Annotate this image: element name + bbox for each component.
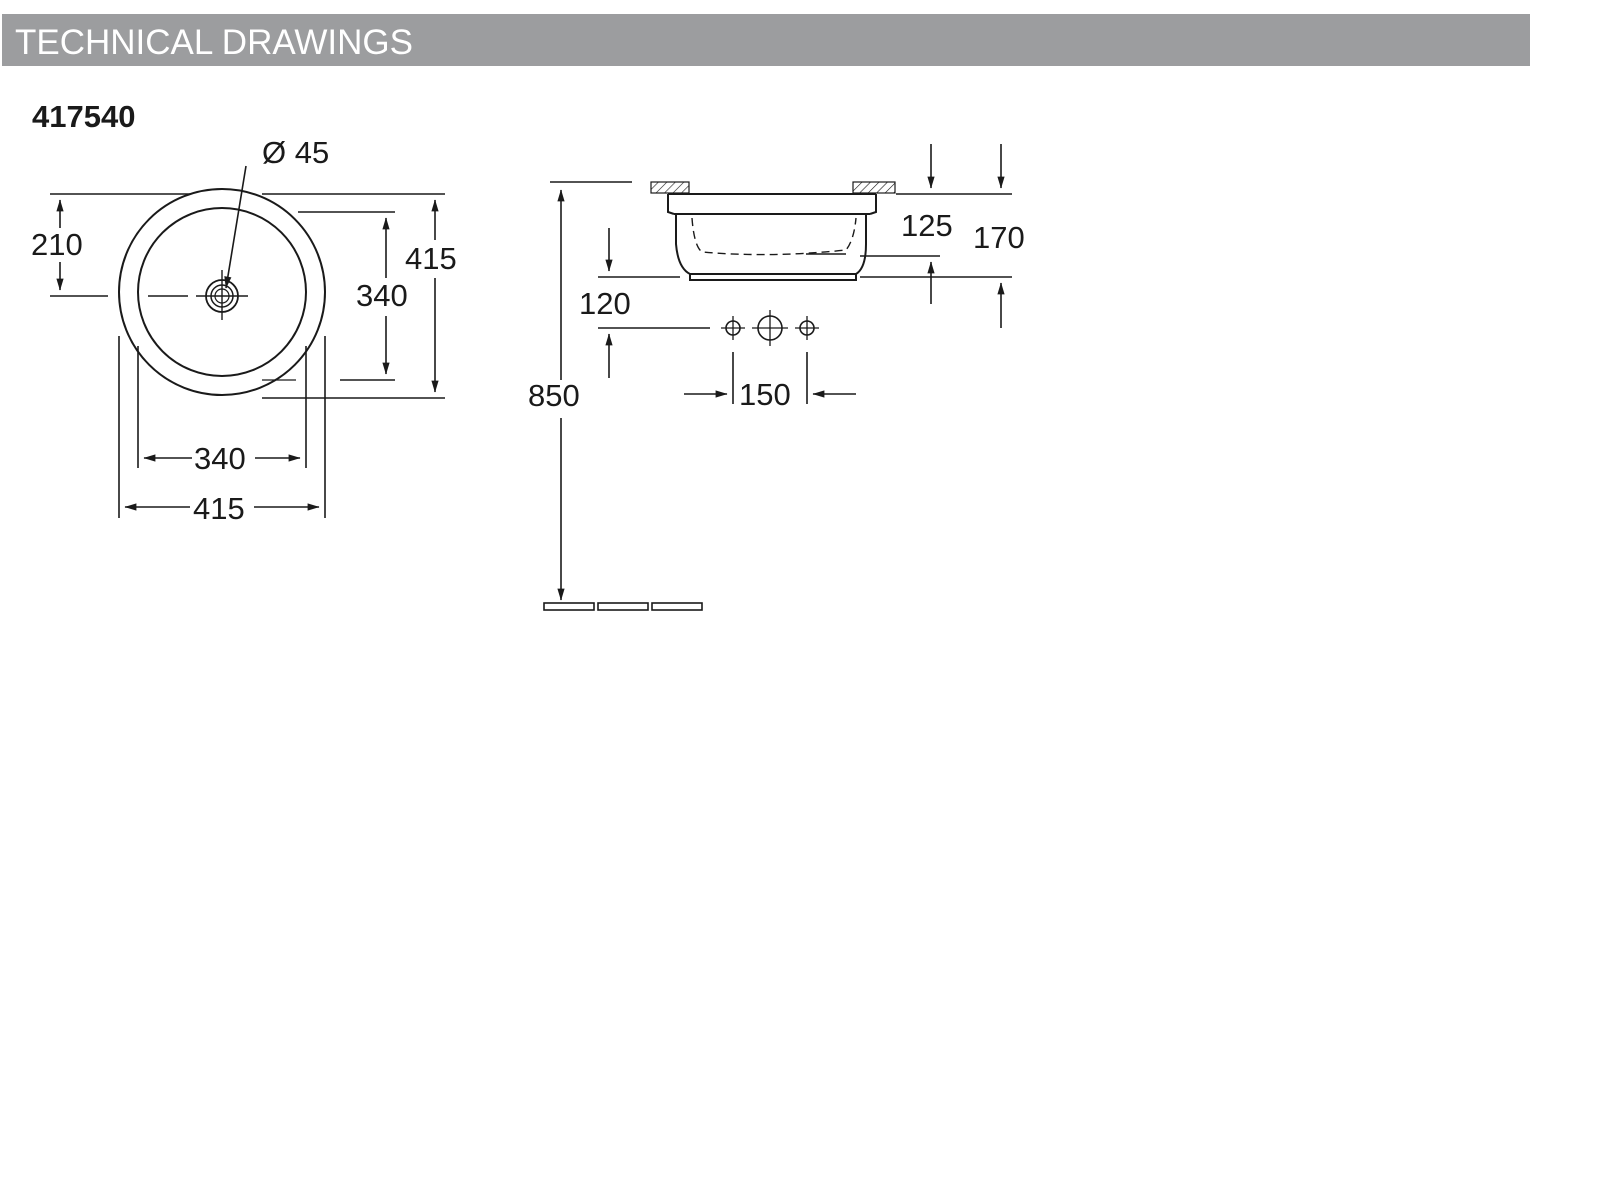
side-view [543,144,1012,611]
dim-340-vertical-label: 340 [356,278,408,313]
floor-tile-2 [597,602,649,611]
dim-415-vertical-label: 415 [405,241,457,276]
countertop-left-section [650,181,690,194]
basin-inner-bowl [137,207,307,377]
drain-symbol [196,270,248,320]
tap-hole-right [795,316,819,340]
basin-body-profile [675,214,867,275]
dim-170-label: 170 [973,220,1025,255]
header-bar: TECHNICAL DRAWINGS [2,14,1530,66]
dim-850-label: 850 [528,378,580,413]
page-title: TECHNICAL DRAWINGS [15,23,413,62]
product-code: 417540 [32,99,136,134]
dim-415-horizontal-label: 415 [193,491,245,526]
floor-tile-1 [543,602,595,611]
tap-hole-left [721,316,745,340]
dim-125-label: 125 [901,208,953,243]
basin-outer-rim [118,188,326,396]
countertop-right-section [852,181,896,194]
drain-leader-line [224,165,247,289]
dim-120-label: 120 [579,286,631,321]
dim-210-label: 210 [31,227,83,262]
dim-150-label: 150 [739,377,791,412]
dim-340-horizontal-label: 340 [194,441,246,476]
basin-foot [689,273,857,281]
basin-rim-profile [667,194,675,215]
tap-hole-center [752,310,788,346]
top-view [50,165,445,518]
inner-bowl-hidden-line [691,217,857,256]
floor-tile-3 [651,602,703,611]
drain-diameter-label: Ø 45 [262,135,329,170]
